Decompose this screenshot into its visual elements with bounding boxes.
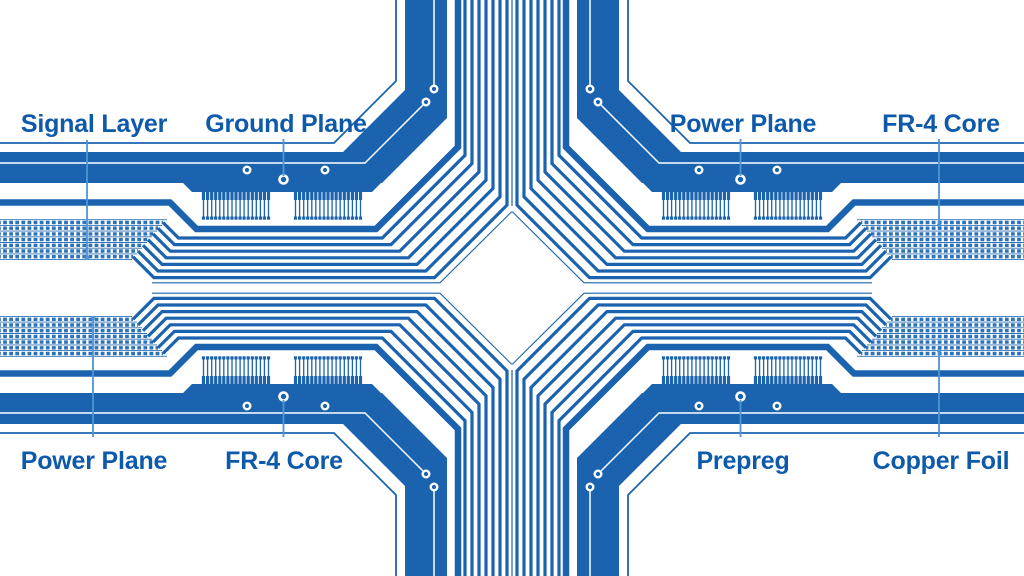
label-fr4-core-bottom: FR-4 Core bbox=[225, 447, 343, 475]
quadrant-top-right bbox=[512, 0, 1024, 283]
mesh-rows bbox=[0, 220, 163, 259]
label-signal-layer: Signal Layer bbox=[20, 110, 168, 138]
copper-band bbox=[0, 0, 447, 183]
label-prepreg: Prepreg bbox=[696, 447, 790, 475]
signal-stripe-bundle bbox=[131, 0, 509, 280]
pin-comb-left bbox=[201, 191, 271, 220]
via-donuts bbox=[242, 84, 439, 185]
label-fr4-core-top: FR-4 Core bbox=[882, 110, 1000, 138]
band-outline-line bbox=[0, 0, 397, 144]
mesh-hairlines bbox=[0, 219, 167, 261]
band-pad-strip bbox=[183, 183, 381, 192]
diamond-outline-hairline bbox=[152, 211, 513, 284]
label-power-plane-bottom: Power Plane bbox=[20, 447, 168, 475]
label-ground-plane: Ground Plane bbox=[205, 110, 367, 138]
label-power-plane-top: Power Plane bbox=[669, 110, 817, 138]
inner-white-trace bbox=[0, 104, 424, 164]
quadrant-bottom-left bbox=[0, 293, 512, 576]
label-copper-foil: Copper Foil bbox=[872, 447, 1010, 475]
bus-bar-trace bbox=[0, 0, 462, 233]
quadrant-top-left bbox=[0, 0, 513, 284]
label-pointer-lines bbox=[84, 139, 942, 437]
pin-comb-right bbox=[293, 191, 363, 220]
quadrant-bottom-right bbox=[512, 293, 1024, 576]
